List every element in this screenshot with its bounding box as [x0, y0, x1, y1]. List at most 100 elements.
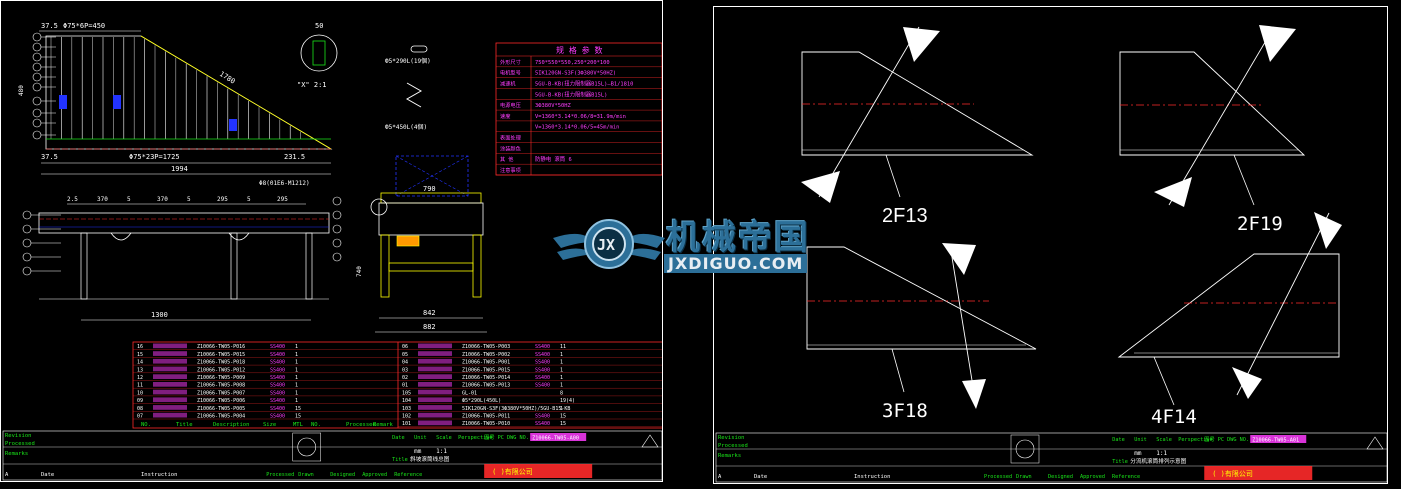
tb-rev-date: Date	[754, 474, 767, 480]
bom-qty: 15	[295, 406, 301, 412]
bom-mtl: SS400	[535, 414, 550, 420]
motor-block	[113, 95, 121, 109]
bom-no: 14	[137, 360, 143, 366]
tb-signoff: Approved	[1080, 474, 1105, 480]
tb-signoff: Reference	[394, 472, 422, 478]
part-balloon	[332, 224, 342, 234]
tb-field-label: Date	[392, 435, 405, 441]
bom-no: 15	[137, 352, 143, 358]
shape-4f14	[1117, 212, 1342, 406]
tb-company: ( )有限公司	[1212, 469, 1253, 478]
spec-key: 外形尺寸	[500, 58, 521, 66]
tb-title-label: Title	[392, 457, 408, 463]
company-logo-icon	[297, 437, 317, 457]
bom-dwg: Z10066-TW05-P003	[462, 344, 510, 350]
detail-x-callout: 50 "X" 2:1	[297, 22, 338, 89]
spec-key: 涂装颜色	[500, 144, 521, 152]
drawing-sheet-left: 37.5 Φ75*6P=450 1780 480 37.5 Φ75*23P=17…	[0, 0, 663, 482]
tb-rev-instr: Instruction	[141, 472, 177, 478]
bom-qty: 1	[295, 360, 298, 366]
tb-field-label: Perspective	[1178, 437, 1212, 443]
bom-qty: 1	[560, 352, 563, 358]
tb-signoff: Approved	[362, 472, 387, 478]
bom-qty: 1	[560, 406, 563, 412]
bom-no: 16	[137, 344, 143, 350]
bom-header: NO.	[311, 422, 321, 428]
bom-qty: 1	[560, 375, 563, 381]
bom-qty: 1	[295, 367, 298, 373]
bom-qty: 1	[295, 375, 298, 381]
bom-mtl: SS400	[270, 414, 285, 420]
watermark-en: JXDIGUO.COM	[664, 254, 808, 273]
side-view-conveyor	[45, 35, 333, 150]
tb-scale-val: 1:1	[1156, 450, 1167, 457]
tb-processed: Processed	[718, 443, 748, 449]
part-balloon	[332, 210, 342, 220]
watermark-logo: JX 机械帝国 JXDIGUO.COM	[553, 208, 843, 280]
bom-mtl: SS400	[535, 360, 550, 366]
tb-signoff: Processed	[266, 472, 294, 478]
bom-no: 05	[402, 352, 408, 358]
tb-signoff: Drawn	[1016, 474, 1032, 480]
bom-header: Size	[263, 422, 276, 428]
dim-total-len: 1994	[171, 165, 188, 173]
tb-company: ( )有限公司	[492, 467, 533, 476]
bom-qty: 1	[560, 360, 563, 366]
dim-bottom-pitch: Φ75*23P=1725	[129, 153, 180, 161]
part-balloon	[332, 238, 342, 248]
bom-qty: 15	[295, 414, 301, 420]
dim-end-top: 790	[423, 185, 436, 193]
tb-scale-val: 1:1	[436, 448, 447, 455]
bom-qty: 1	[295, 344, 298, 350]
bom-no: 104	[402, 398, 411, 404]
part-balloon	[32, 62, 42, 72]
spec-value: 5IK120GN-S3F(3Ф380V*50HZ)	[535, 71, 616, 77]
callout-label: "X" 2:1	[297, 81, 327, 89]
bom-dwg: Z10066-TW05-P008	[197, 383, 245, 389]
bom-no: 01	[402, 383, 408, 389]
bom-dwg: Z10066-TW05-P012	[197, 367, 245, 373]
dim-front: 5	[247, 196, 251, 203]
dim-front: 370	[97, 196, 108, 203]
bom-qty: 1	[295, 352, 298, 358]
tb-field-label: Scale	[436, 435, 452, 441]
part-balloon	[32, 108, 42, 118]
dim-front: 370	[157, 196, 168, 203]
motor-block	[229, 119, 237, 131]
bom-mtl: SS400	[270, 344, 285, 350]
bom-no: 12	[137, 375, 143, 381]
bom-no: 09	[137, 398, 143, 404]
bom-no: 105	[402, 390, 411, 396]
dim-bottom-right: 231.5	[284, 153, 305, 161]
bom-header: Processed	[346, 422, 376, 428]
part-balloons-side	[32, 32, 56, 140]
spec-key: 电源电压	[500, 101, 521, 109]
tb-rev-instr: Instruction	[854, 474, 890, 480]
label-2f19: 2F19	[1237, 213, 1283, 235]
bom-dwg: Z10066-TW05-P009	[197, 375, 245, 381]
tb-signoff: Designed	[330, 472, 355, 478]
bom-qty: 1	[295, 390, 298, 396]
bom-dwg: Z10066-TW05-P004	[197, 414, 245, 420]
tb-signoff: Drawn	[298, 472, 314, 478]
dim-bottom-left: 37.5	[41, 153, 58, 161]
tb-unit-val: mm	[414, 448, 422, 455]
part-balloon	[32, 96, 42, 106]
screw-note-2: Ф5*450L(4個)	[385, 123, 427, 131]
gear-wing-icon: JX	[553, 219, 665, 269]
spec-value: 防静电 滚筒 6	[535, 155, 572, 163]
spec-value: 3Ф380V*50HZ	[535, 103, 571, 109]
tb-remarks: Remarks	[718, 453, 741, 459]
tb-signoff: Processed	[984, 474, 1012, 480]
bom-mtl: SS400	[270, 375, 285, 381]
bom-dwg: Z10066-TW05-P015	[462, 367, 510, 373]
motor-block	[59, 95, 67, 109]
bom-mtl: SS400	[270, 390, 285, 396]
bom-qty: 1	[295, 383, 298, 389]
bom-no: 102	[402, 414, 411, 420]
dim-front: 5	[127, 196, 131, 203]
bom-dwg: Z10066-TW05-P011	[462, 414, 510, 420]
